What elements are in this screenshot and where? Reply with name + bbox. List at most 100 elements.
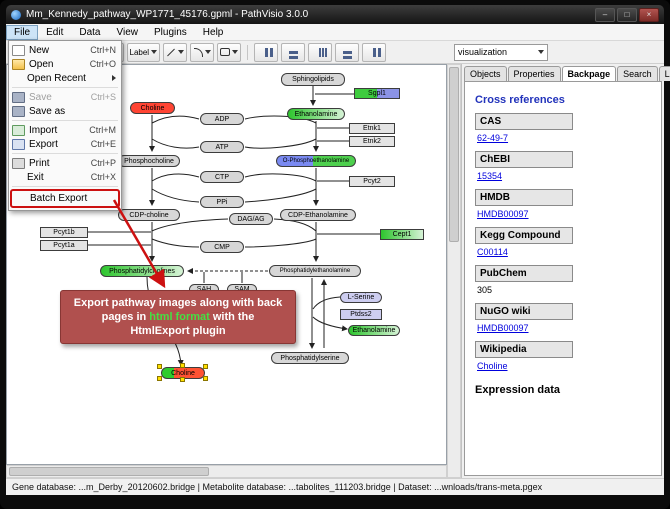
pathway-node[interactable]: Ethanolamine xyxy=(348,325,400,336)
scrollbar-thumb[interactable] xyxy=(449,67,459,243)
xref-link-cas[interactable]: 62-49-7 xyxy=(477,133,509,143)
menu-icon-spacer xyxy=(12,173,23,182)
menubar: File Edit Data View Plugins Help xyxy=(6,24,664,41)
menu-data[interactable]: Data xyxy=(79,26,101,38)
statusbar: Gene database: ...m_Derby_20120602.bridg… xyxy=(6,478,664,495)
file-menu-exit[interactable]: Exit Ctrl+X xyxy=(9,170,121,184)
menu-help[interactable]: Help xyxy=(202,26,224,38)
line-tool-button[interactable] xyxy=(163,42,188,62)
pathway-node[interactable]: Sgpl1 xyxy=(354,88,400,99)
close-button[interactable]: × xyxy=(639,7,659,22)
file-menu-save[interactable]: Save Ctrl+S xyxy=(9,90,121,104)
arc-icon xyxy=(193,47,203,57)
file-menu-batch-export[interactable]: Batch Export xyxy=(10,189,120,208)
annotation-line-3: HtmlExport plugin xyxy=(130,325,226,337)
distribute-horizontal-icon xyxy=(319,47,322,57)
selection-handle[interactable] xyxy=(203,376,208,381)
distribute-horizontal-button[interactable] xyxy=(308,42,333,62)
distribute-vertical-button[interactable] xyxy=(335,42,360,62)
pathway-node[interactable]: Cept1 xyxy=(380,229,424,240)
horizontal-scrollbar[interactable] xyxy=(6,465,447,478)
file-menu-print[interactable]: Print Ctrl+P xyxy=(9,156,121,170)
selection-handle[interactable] xyxy=(180,363,185,368)
shape-icon xyxy=(220,48,231,56)
xref-header-cas: CAS xyxy=(475,113,573,130)
pathway-node[interactable]: CDP-choline xyxy=(118,209,180,221)
scrollbar-thumb[interactable] xyxy=(9,467,209,476)
label-tool-button[interactable]: Label xyxy=(126,42,161,62)
pathway-node[interactable]: Etnk2 xyxy=(349,136,395,147)
pathway-node[interactable]: Phosphatidylethanolamine xyxy=(269,265,361,277)
tab-legend[interactable]: Legend xyxy=(658,66,670,81)
selection-handle[interactable] xyxy=(157,376,162,381)
xref-header-kegg: Kegg Compound xyxy=(475,227,573,244)
xref-link-nugo[interactable]: HMDB00097 xyxy=(477,323,529,333)
tab-backpage[interactable]: Backpage xyxy=(561,66,617,81)
selection-handle[interactable] xyxy=(203,364,208,369)
tab-search[interactable]: Search xyxy=(617,66,658,81)
file-menu-new[interactable]: New Ctrl+N xyxy=(9,43,121,57)
align-vertical-icon xyxy=(288,50,298,54)
align-horizontal-button[interactable] xyxy=(254,42,279,62)
tab-objects[interactable]: Objects xyxy=(464,66,507,81)
menu-plugins[interactable]: Plugins xyxy=(153,26,187,38)
pathway-node[interactable]: Pcyt1a xyxy=(40,240,88,251)
pathway-node[interactable]: CTP xyxy=(200,171,244,183)
xref-link-chebi[interactable]: 15354 xyxy=(477,171,503,181)
tab-properties[interactable]: Properties xyxy=(507,66,561,81)
pathway-node[interactable]: Etnk1 xyxy=(349,123,395,134)
shape-tool-button[interactable] xyxy=(217,42,242,62)
pathway-node[interactable]: PPi xyxy=(200,196,244,208)
selection-handle[interactable] xyxy=(157,364,162,369)
pathway-node[interactable]: CMP xyxy=(200,241,244,253)
menu-edit[interactable]: Edit xyxy=(46,26,64,38)
maximize-button[interactable]: □ xyxy=(617,7,637,22)
arc-tool-button[interactable] xyxy=(190,42,215,62)
xref-link-kegg[interactable]: C00114 xyxy=(477,247,508,257)
pathway-node[interactable]: Phosphatidylcholines xyxy=(100,265,184,277)
menu-view[interactable]: View xyxy=(116,26,138,38)
menu-file[interactable]: File xyxy=(6,24,39,40)
pathway-node[interactable]: ADP xyxy=(200,113,244,125)
file-menu-export[interactable]: Export Ctrl+E xyxy=(9,137,121,151)
xref-link-hmdb[interactable]: HMDB00097 xyxy=(477,209,529,219)
pathway-node[interactable]: O-Phosphoethanolamine xyxy=(276,155,356,167)
pathway-node[interactable]: Ethanolamine xyxy=(287,108,345,120)
menu-separator xyxy=(12,186,118,187)
align-vertical-button[interactable] xyxy=(281,42,306,62)
pathway-node[interactable]: Pcyt1b xyxy=(40,227,88,238)
pathway-node[interactable]: Pcyt2 xyxy=(349,176,395,187)
application-window: File Edit Data View Plugins Help Zoom: 1… xyxy=(6,24,670,495)
pathway-node[interactable]: Choline xyxy=(130,102,175,114)
pathway-node[interactable]: DAG/AG xyxy=(229,213,273,225)
file-menu-open[interactable]: Open Ctrl+O xyxy=(9,57,121,71)
save-as-icon xyxy=(12,105,25,117)
visualization-select[interactable]: visualization xyxy=(454,43,548,61)
pathway-node[interactable]: CDP-Ethanolamine xyxy=(280,209,356,221)
app-icon xyxy=(11,9,21,20)
side-panel-tabs: Objects Properties Backpage Search Legen… xyxy=(462,64,670,81)
stack-button[interactable] xyxy=(362,42,387,62)
save-disk-icon xyxy=(12,91,25,103)
xref-value-pubchem: 305 xyxy=(477,285,493,295)
file-menu-save-as[interactable]: Save as xyxy=(9,104,121,118)
minimize-button[interactable]: – xyxy=(595,7,615,22)
chevron-down-icon xyxy=(538,50,544,54)
menu-separator xyxy=(12,87,118,88)
pathway-node[interactable]: Sphingolipids xyxy=(281,73,345,86)
selection-handle[interactable] xyxy=(180,377,185,382)
file-menu-open-recent[interactable]: Open Recent xyxy=(9,71,121,85)
menu-separator xyxy=(12,120,118,121)
pathway-node[interactable]: Phosphocholine xyxy=(118,155,180,167)
xref-link-wikipedia[interactable]: Choline xyxy=(477,361,508,371)
chevron-down-icon xyxy=(232,50,239,54)
file-menu-import[interactable]: Import Ctrl+M xyxy=(9,123,121,137)
toolbar-separator xyxy=(247,44,249,60)
pathway-node[interactable]: Ptdss2 xyxy=(340,309,382,320)
pathway-node[interactable]: ATP xyxy=(200,141,244,153)
statusbar-text: Gene database: ...m_Derby_20120602.bridg… xyxy=(12,482,543,492)
pathway-node[interactable]: L-Serine xyxy=(340,292,382,303)
side-panel: Objects Properties Backpage Search Legen… xyxy=(461,64,670,478)
pathway-node[interactable]: Phosphatidylserine xyxy=(271,352,349,364)
vertical-scrollbar[interactable] xyxy=(447,64,461,478)
